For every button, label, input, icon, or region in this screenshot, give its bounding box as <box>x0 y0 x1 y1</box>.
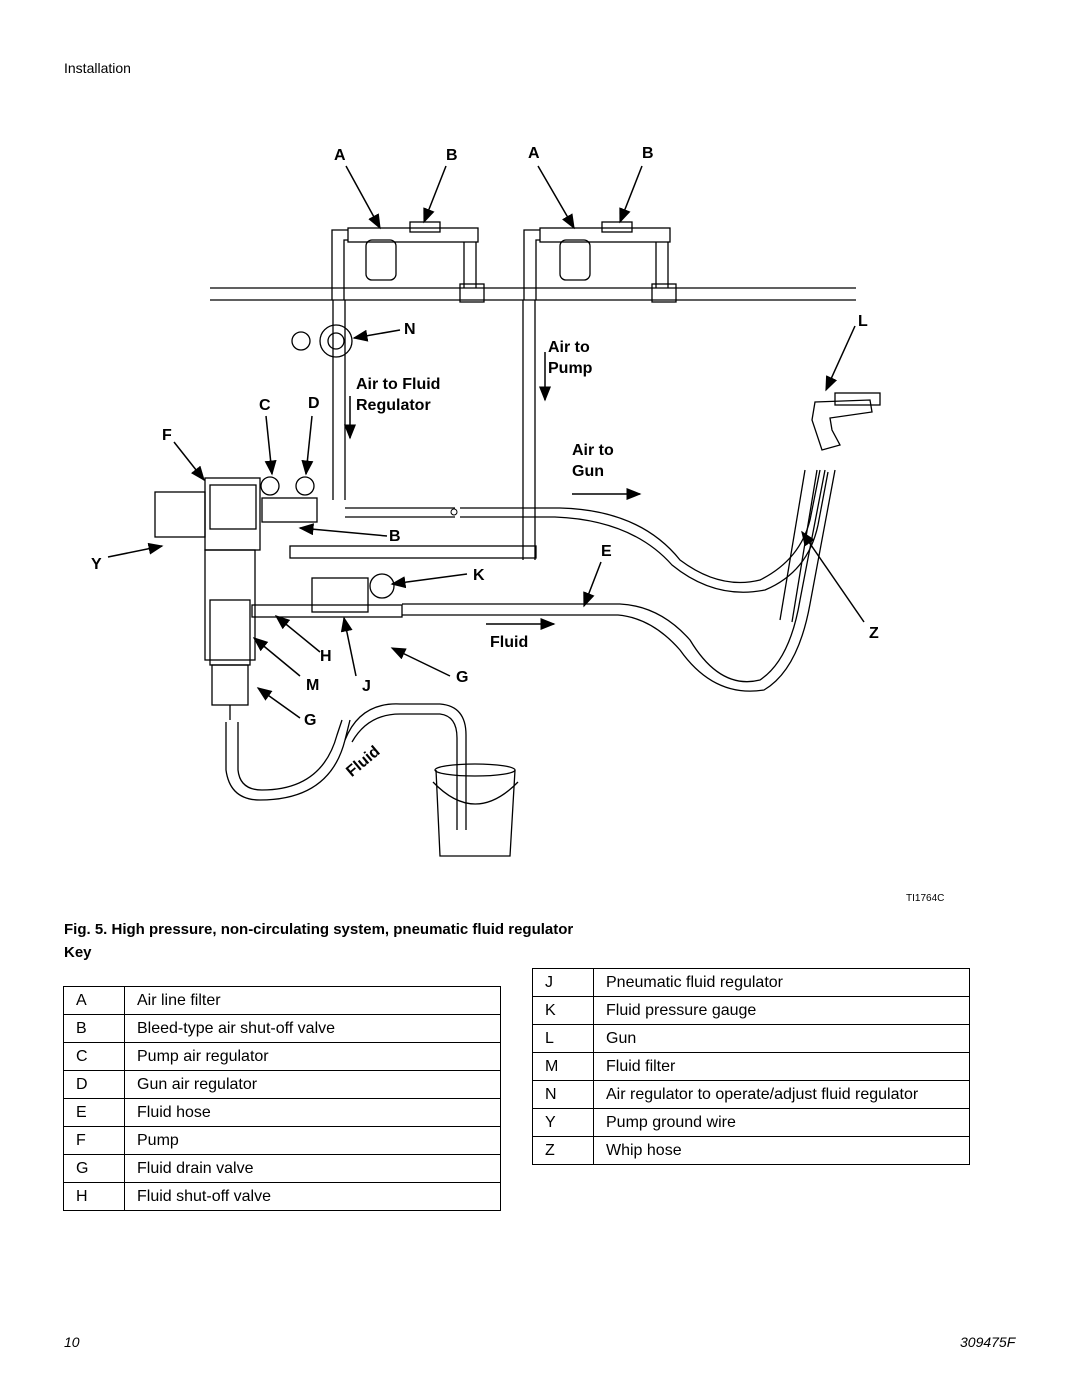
key-description: Gun air regulator <box>124 1070 501 1099</box>
key-code: L <box>532 1024 594 1053</box>
callout-b-right: B <box>642 145 654 162</box>
key-code: Z <box>532 1136 594 1165</box>
key-heading: Key <box>64 944 92 961</box>
key-description: Fluid filter <box>593 1052 970 1081</box>
callout-k: K <box>473 567 485 584</box>
flow-label-gun: Gun <box>572 463 604 480</box>
key-description: Fluid pressure gauge <box>593 996 970 1025</box>
key-code: D <box>63 1070 125 1099</box>
key-code: J <box>532 968 594 997</box>
flow-label-air-to-fluid: Air to Fluid <box>356 376 441 393</box>
key-code: F <box>63 1126 125 1155</box>
flow-label-pump: Pump <box>548 360 593 377</box>
key-code: C <box>63 1042 125 1071</box>
system-diagram: A B A B N L C D F B Y E K H Z M J G G Ai… <box>91 145 945 905</box>
callout-m: M <box>306 677 320 694</box>
callout-z: Z <box>869 625 879 642</box>
flow-label-fluid: Fluid <box>490 634 529 651</box>
callout-c: C <box>259 397 271 414</box>
callout-a-right: A <box>528 145 540 162</box>
callout-d: D <box>308 395 320 412</box>
key-code: Y <box>532 1108 594 1137</box>
key-description: Pump <box>124 1126 501 1155</box>
flow-label-air-to-gun: Air to <box>572 442 614 459</box>
key-code: G <box>63 1154 125 1183</box>
figure-caption: Fig. 5. High pressure, non-circulating s… <box>64 921 574 938</box>
callout-y: Y <box>91 556 102 573</box>
key-description: Fluid hose <box>124 1098 501 1127</box>
key-description: Pump ground wire <box>593 1108 970 1137</box>
key-code: B <box>63 1014 125 1043</box>
key-description: Pneumatic fluid regulator <box>593 968 970 997</box>
callout-a-left: A <box>334 147 346 164</box>
page-number: 10 <box>64 1334 80 1350</box>
callout-l: L <box>858 313 868 330</box>
key-code: M <box>532 1052 594 1081</box>
key-description: Air line filter <box>124 986 501 1015</box>
callout-g-right: G <box>456 669 469 686</box>
key-description: Pump air regulator <box>124 1042 501 1071</box>
key-code: N <box>532 1080 594 1109</box>
callout-h: H <box>320 648 332 665</box>
callout-j: J <box>362 678 371 695</box>
callout-b-lower: B <box>389 528 401 545</box>
image-id: TI1764C <box>906 893 945 904</box>
callout-f: F <box>162 427 172 444</box>
key-description: Gun <box>593 1024 970 1053</box>
key-description: Air regulator to operate/adjust fluid re… <box>593 1080 970 1109</box>
key-code: E <box>63 1098 125 1127</box>
key-description: Fluid shut-off valve <box>124 1182 501 1211</box>
document-number: 309475F <box>960 1334 1016 1350</box>
key-code: K <box>532 996 594 1025</box>
callout-g-lower: G <box>304 712 317 729</box>
key-description: Bleed-type air shut-off valve <box>124 1014 501 1043</box>
diagram-drawing <box>107 165 881 857</box>
section-header: Installation <box>64 60 131 76</box>
key-code: A <box>63 986 125 1015</box>
flow-label-air-to-pump: Air to <box>548 339 590 356</box>
callout-n: N <box>404 321 416 338</box>
callout-e: E <box>601 543 612 560</box>
callout-b-left: B <box>446 147 458 164</box>
key-description: Whip hose <box>593 1136 970 1165</box>
key-code: H <box>63 1182 125 1211</box>
key-description: Fluid drain valve <box>124 1154 501 1183</box>
flow-label-regulator: Regulator <box>356 397 431 414</box>
